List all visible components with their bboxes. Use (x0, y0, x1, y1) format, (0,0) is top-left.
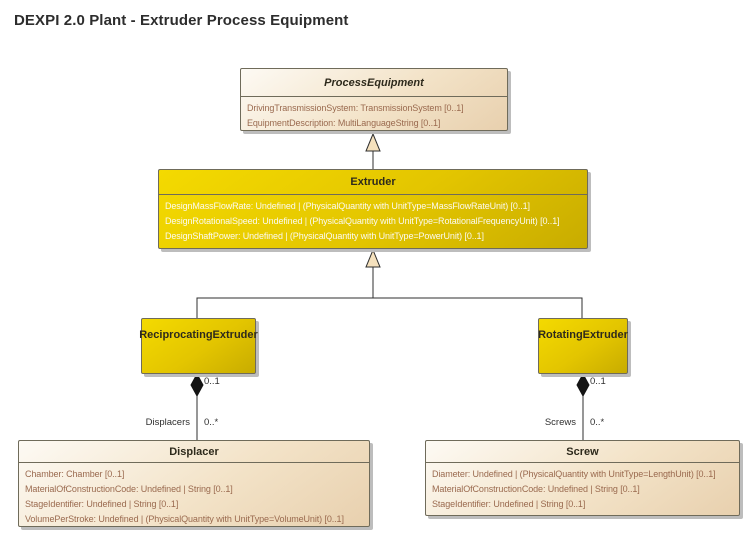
attribute: DesignMassFlowRate: Undefined | (Physica… (165, 201, 530, 211)
generalization-arrow-icon (365, 248, 381, 268)
multiplicity-label: 0..1 (590, 376, 606, 387)
attribute: DesignRotationalSpeed: Undefined | (Phys… (165, 216, 560, 226)
attribute: Chamber: Chamber [0..1] (25, 469, 125, 479)
class-name: ProcessEquipment (241, 69, 507, 97)
class-displacer: Displacer Chamber: Chamber [0..1] Materi… (18, 440, 370, 527)
class-name: Screw (426, 441, 739, 463)
role-label: Displacers (145, 417, 190, 428)
generalization-extruder-to-processequipment (365, 132, 381, 169)
class-name: Displacer (19, 441, 369, 463)
class-process-equipment: ProcessEquipment DrivingTransmissionSyst… (240, 68, 508, 131)
class-name: Extruder (159, 170, 587, 195)
class-name: RotatingExtruder (538, 329, 628, 341)
attribute: MaterialOfConstructionCode: Undefined | … (432, 484, 640, 494)
composition-diamond-icon (190, 372, 204, 398)
composition-rotatingextruder-to-screw (576, 372, 590, 440)
attribute: MaterialOfConstructionCode: Undefined | … (25, 484, 233, 494)
role-label: Screws (544, 417, 576, 428)
attribute-compartment: Diameter: Undefined | (PhysicalQuantity … (426, 463, 739, 514)
class-rotating-extruder: RotatingExtruder (538, 318, 628, 374)
class-reciprocating-extruder: ReciprocatingExtruder (139, 318, 258, 374)
attribute: StageIdentifier: Undefined | String [0..… (25, 499, 179, 509)
attribute: EquipmentDescription: MultiLanguageStrin… (247, 118, 441, 128)
composition-reciprocatingextruder-to-displacer (190, 372, 204, 440)
attribute: StageIdentifier: Undefined | String [0..… (432, 499, 586, 509)
class-extruder: Extruder DesignMassFlowRate: Undefined |… (158, 169, 588, 249)
diagram-title: DEXPI 2.0 Plant - Extruder Process Equip… (14, 12, 349, 29)
attribute-compartment: Chamber: Chamber [0..1] MaterialOfConstr… (19, 463, 369, 529)
class-name: ReciprocatingExtruder (139, 329, 258, 341)
attribute: Diameter: Undefined | (PhysicalQuantity … (432, 469, 716, 479)
multiplicity-label: 0..1 (204, 376, 220, 387)
attribute-compartment: DesignMassFlowRate: Undefined | (Physica… (159, 195, 587, 246)
composition-diamond-icon (576, 372, 590, 398)
attribute: DrivingTransmissionSystem: TransmissionS… (247, 103, 464, 113)
attribute: VolumePerStroke: Undefined | (PhysicalQu… (25, 514, 344, 524)
generalization-arrow-icon (365, 132, 381, 152)
attribute-compartment: DrivingTransmissionSystem: TransmissionS… (241, 97, 507, 133)
attribute: DesignShaftPower: Undefined | (PhysicalQ… (165, 231, 484, 241)
generalization-subclasses-to-extruder (196, 248, 583, 318)
multiplicity-label: 0..* (590, 417, 605, 428)
class-screw: Screw Diameter: Undefined | (PhysicalQua… (425, 440, 740, 516)
multiplicity-label: 0..* (204, 417, 219, 428)
